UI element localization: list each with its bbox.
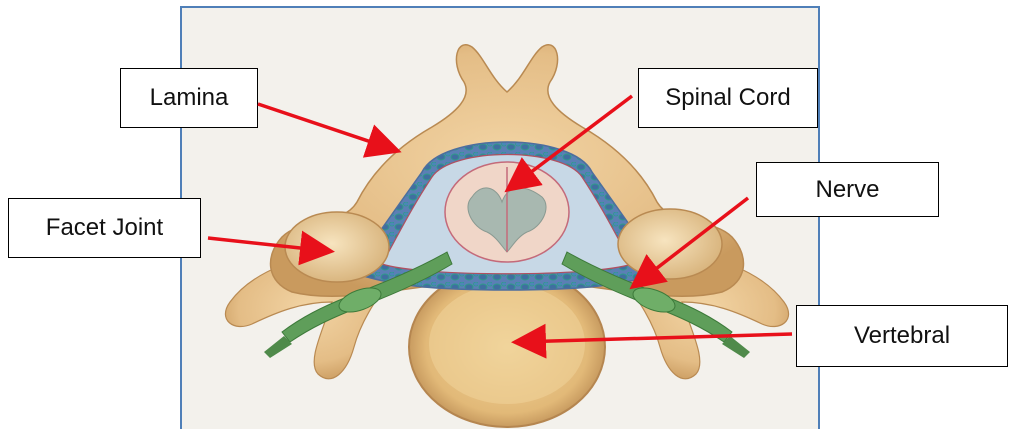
arrow-nerve — [635, 198, 748, 285]
arrow-spinal-cord — [510, 96, 632, 188]
arrow-vertebral — [518, 334, 792, 342]
arrow-facet-joint — [208, 238, 328, 251]
arrow-lamina — [258, 104, 395, 150]
